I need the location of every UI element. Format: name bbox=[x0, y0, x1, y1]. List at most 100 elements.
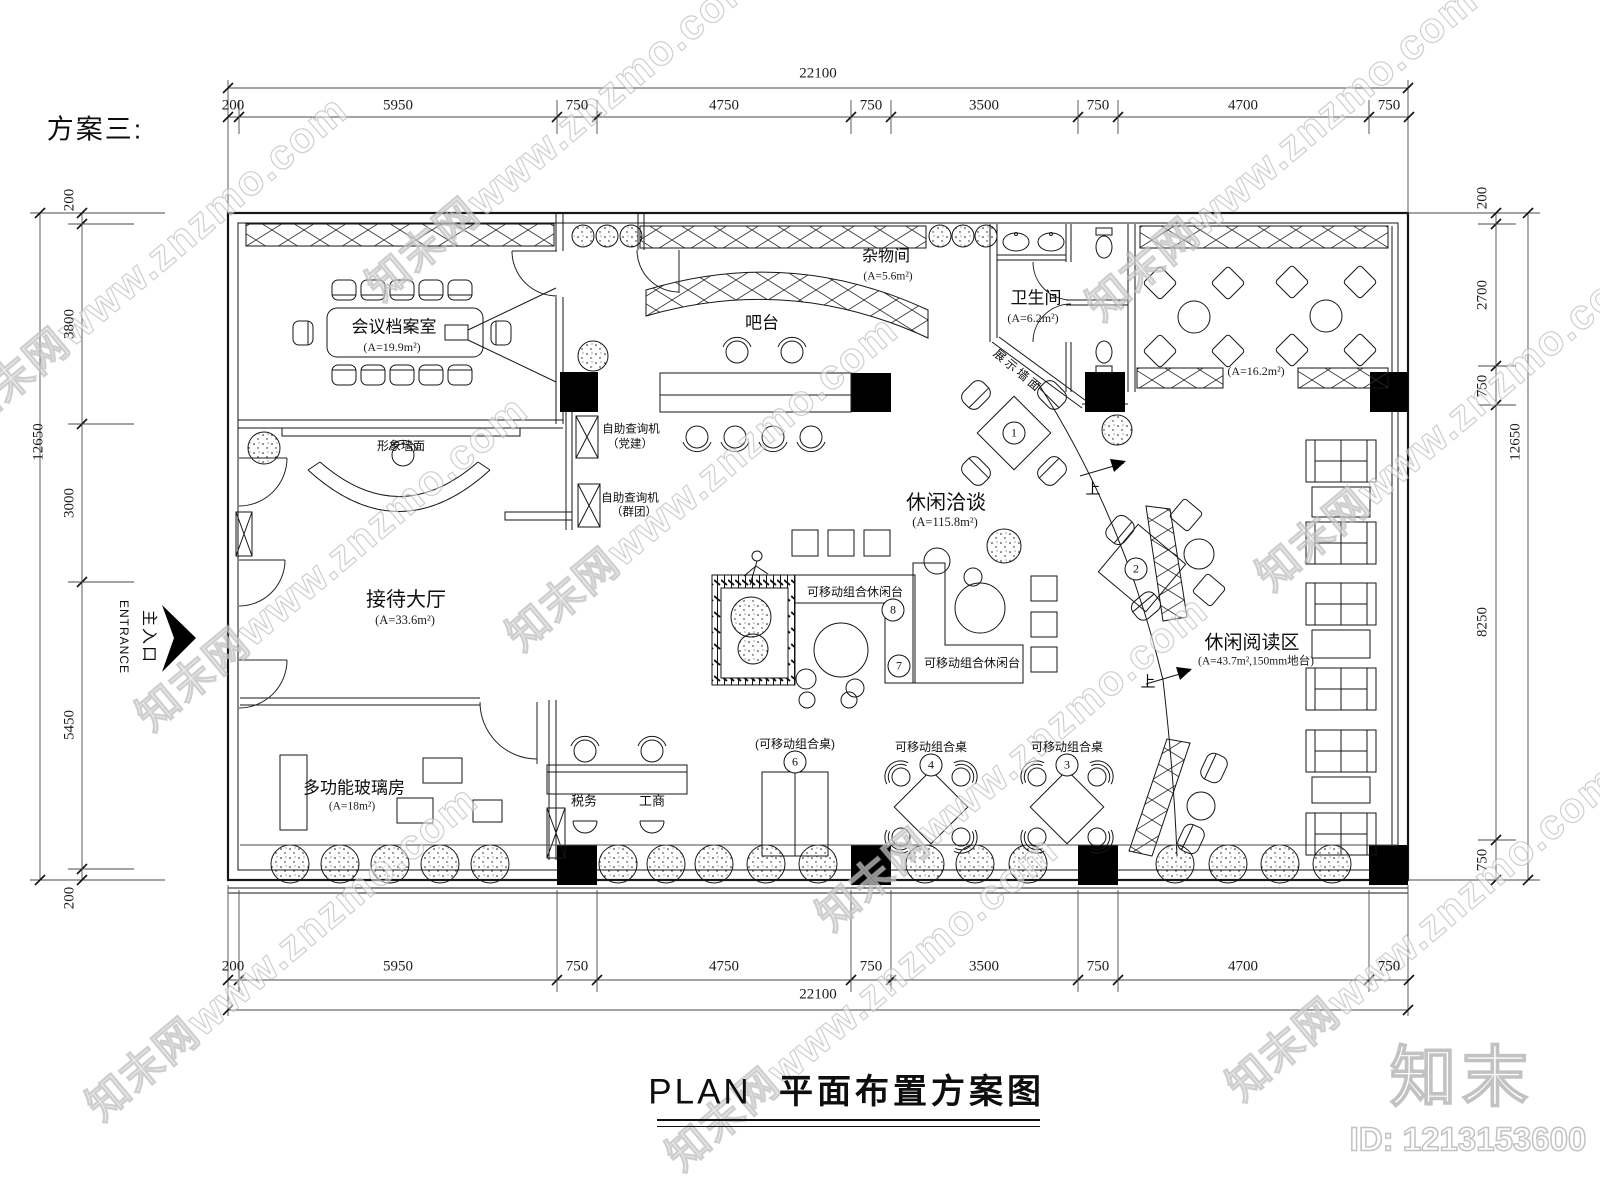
storage-curved-wall bbox=[645, 271, 929, 339]
dim-top-seg-1: 5950 bbox=[383, 97, 413, 114]
site-logo: 知末 bbox=[1389, 1040, 1534, 1114]
dim-right-total: 12650 bbox=[1507, 423, 1524, 461]
room-tea-area: (A=16.2m²) bbox=[1227, 364, 1285, 378]
kiosk1-sub: （党建） bbox=[607, 438, 653, 451]
image-id: ID: 1213153600 bbox=[1349, 1120, 1587, 1158]
table-2-set bbox=[1097, 497, 1227, 624]
title-underline bbox=[657, 1119, 1040, 1121]
marker-3: 3 bbox=[1055, 753, 1079, 777]
dim-left-seg-4: 200 bbox=[61, 886, 78, 910]
title-underline-2 bbox=[657, 1126, 1040, 1127]
up-label: 上 bbox=[1140, 673, 1156, 691]
dim-top-seg-6: 750 bbox=[1086, 97, 1110, 114]
room-hall-area: (A=33.6m²) bbox=[375, 612, 435, 627]
projector bbox=[444, 324, 469, 341]
room-wc-area: (A=6.2m²) bbox=[1007, 311, 1059, 325]
kiosk1-label: 自助查询机 bbox=[602, 423, 660, 436]
dim-bottom-seg-6: 750 bbox=[1086, 958, 1110, 975]
trees bbox=[240, 224, 1398, 884]
room-glass-area: (A=18m²) bbox=[328, 800, 376, 813]
up-arrow-icon bbox=[1176, 667, 1192, 680]
room-lounge-area: (A=115.8m²) bbox=[912, 514, 978, 529]
dim-left-seg-0: 200 bbox=[61, 188, 78, 212]
kiosk2-sub: （群团） bbox=[611, 506, 657, 519]
mobile-table-4 bbox=[878, 754, 984, 860]
kiosk2-label: 自助查询机 bbox=[601, 492, 659, 505]
dim-top-seg-7: 4700 bbox=[1228, 97, 1258, 114]
dim-bottom-seg-4: 750 bbox=[859, 958, 883, 975]
mobile-table-3 bbox=[1014, 754, 1120, 860]
entrance-zh-label: 主入口 bbox=[140, 609, 157, 665]
dim-bottom-seg-1: 5950 bbox=[383, 958, 413, 975]
kiosk-boxes bbox=[575, 415, 601, 528]
tax-label: 税务 bbox=[570, 793, 598, 809]
glass-room-furniture bbox=[279, 754, 503, 831]
dim-bottom-seg-3: 4750 bbox=[709, 958, 739, 975]
room-storage-area: (A=5.6m²) bbox=[863, 270, 913, 283]
toilet bbox=[1095, 340, 1113, 374]
toilet bbox=[1095, 227, 1113, 259]
marker-4: 4 bbox=[919, 753, 943, 777]
room-wc-name: 卫生间 bbox=[1010, 288, 1062, 308]
partition-bands bbox=[235, 223, 1389, 859]
dim-right-seg-3: 8250 bbox=[1474, 607, 1491, 637]
marker-1: 1 bbox=[1002, 421, 1026, 445]
mobile-table-6-label: (可移动组合桌) bbox=[755, 737, 835, 751]
room-conference-name: 会议档案室 bbox=[351, 317, 437, 337]
reception-desk bbox=[281, 427, 521, 512]
dim-right-seg-0: 200 bbox=[1474, 186, 1491, 210]
display-band-bottom bbox=[1128, 738, 1191, 857]
dim-bottom-seg-5: 3500 bbox=[969, 958, 999, 975]
doors bbox=[238, 249, 1072, 764]
image-wall-label: 形象墙面 bbox=[376, 439, 426, 453]
bar-counter bbox=[659, 336, 852, 453]
up-label: 上 bbox=[1085, 480, 1101, 498]
room-storage-name: 杂物间 bbox=[861, 248, 911, 265]
tax-commerce-desk bbox=[546, 735, 688, 834]
dim-top-total: 22100 bbox=[799, 65, 837, 82]
mobile-leisure-7-label: 可移动组合休闲台 bbox=[923, 656, 1021, 670]
dim-bottom-seg-2: 750 bbox=[565, 958, 589, 975]
room-lounge-name: 休闲洽谈 bbox=[906, 492, 986, 514]
dimension-lines bbox=[30, 80, 1540, 1016]
image-wall bbox=[281, 427, 521, 437]
entrance-en-label: ENTRANCE bbox=[117, 599, 131, 675]
person-figure bbox=[743, 550, 769, 586]
dim-bottom-seg-8: 750 bbox=[1377, 958, 1401, 975]
marker-6: 6 bbox=[783, 750, 807, 774]
dim-left-seg-2: 3000 bbox=[61, 488, 78, 518]
display-band-mid bbox=[1145, 505, 1188, 622]
marker-8: 8 bbox=[881, 598, 905, 622]
marker-7: 7 bbox=[887, 654, 911, 678]
title-zh: 平面布置方案图 bbox=[779, 1073, 1045, 1111]
scheme-title: 方案三: bbox=[46, 114, 144, 145]
dim-bottom-seg-0: 200 bbox=[221, 958, 245, 975]
room-hall-name: 接待大厅 bbox=[366, 589, 446, 611]
up-arrow-icon bbox=[1110, 459, 1126, 472]
wc-fixtures bbox=[1002, 227, 1113, 374]
mobile-table-6 bbox=[761, 691, 858, 857]
entrance-arrow bbox=[162, 605, 196, 672]
mobile-table-4-label: 可移动组合桌 bbox=[894, 740, 968, 754]
mobile-table-3-label: 可移动组合桌 bbox=[1030, 740, 1104, 754]
title-en: PLAN bbox=[648, 1072, 752, 1112]
platform-edge-arc bbox=[1037, 382, 1192, 857]
room-reading-name: 休闲阅读区 bbox=[1204, 632, 1300, 654]
dim-left-total: 12650 bbox=[30, 423, 47, 461]
commerce-label: 工商 bbox=[638, 793, 666, 809]
room-glass-name: 多功能玻璃房 bbox=[303, 778, 405, 798]
dim-top-seg-0: 200 bbox=[221, 97, 245, 114]
dim-top-seg-3: 4750 bbox=[709, 97, 739, 114]
marker-2: 2 bbox=[1124, 557, 1148, 581]
structural-columns bbox=[557, 372, 1408, 885]
tea-room-furniture bbox=[1142, 264, 1378, 369]
dim-left-seg-1: 3800 bbox=[61, 309, 78, 339]
dim-right-seg-1: 2700 bbox=[1474, 280, 1491, 310]
table-1-set bbox=[957, 376, 1071, 490]
dim-right-seg-4: 750 bbox=[1474, 848, 1491, 872]
mobile-leisure-units bbox=[791, 529, 1058, 698]
dim-top-seg-2: 750 bbox=[565, 97, 589, 114]
dim-top-seg-4: 750 bbox=[859, 97, 883, 114]
dim-left-seg-3: 5450 bbox=[61, 710, 78, 740]
